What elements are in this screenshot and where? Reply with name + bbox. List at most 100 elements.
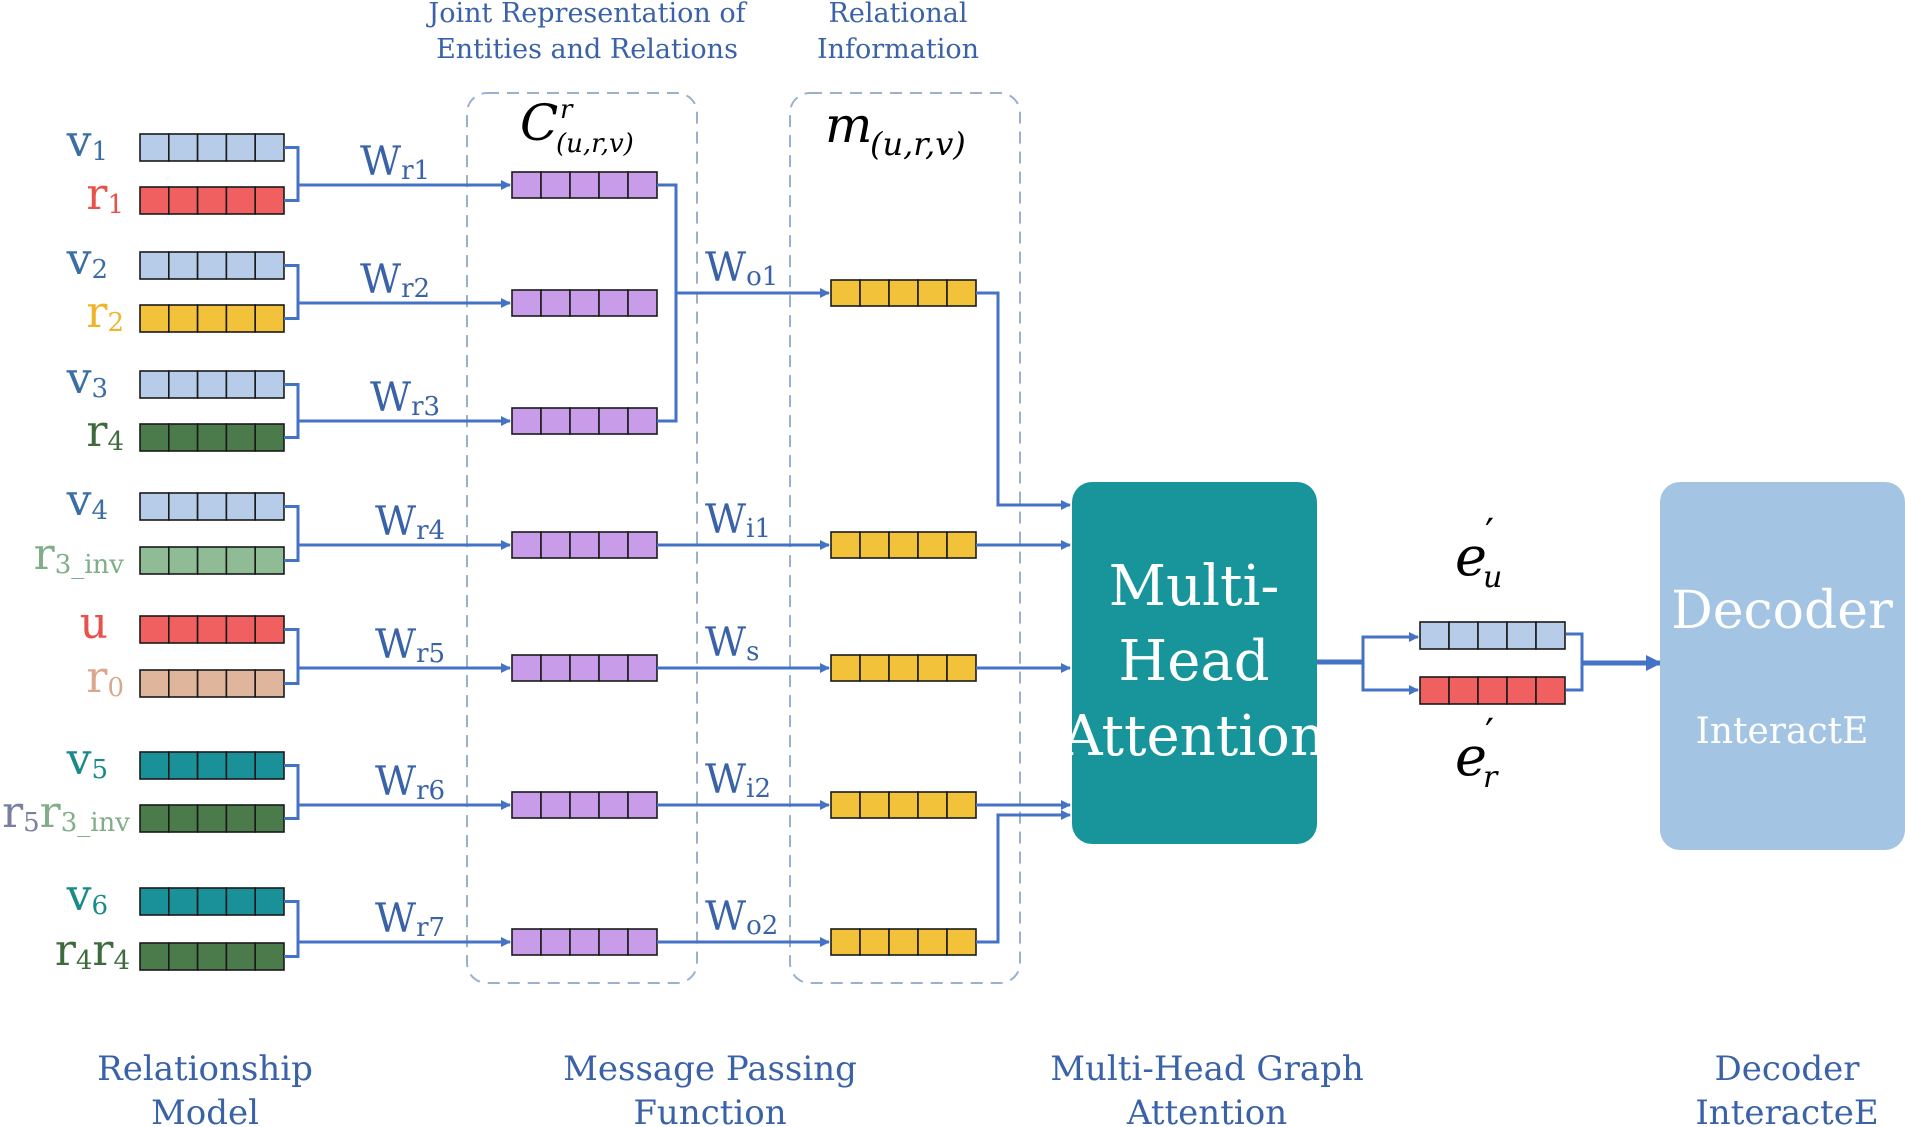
joint-vector-5-cell (627, 654, 658, 682)
svg-text:C: C (520, 94, 558, 152)
joint-vector-7-cell (598, 928, 629, 956)
message-vector-2-cell (917, 531, 948, 559)
input-vector-bottom-4-cell (196, 546, 228, 575)
input-label-bottom-6: r5r3_inv (2, 787, 130, 838)
input-vector-top-5-cell (196, 615, 228, 644)
input-vector-top-5-cell (139, 615, 170, 644)
msg5-to-attention (976, 810, 1071, 944)
input-vector-bottom-2-cell (254, 304, 285, 333)
input-vector-bottom-7-cell (225, 942, 256, 971)
input-label-top-2-sub: 2 (91, 255, 108, 285)
joint-vector-5 (511, 654, 658, 682)
decoder-subtitle: InteractE (1696, 711, 1869, 752)
message-vector-4 (830, 791, 977, 819)
weight-label-6: Wr6 (375, 759, 445, 806)
joint-vector-6-cell (569, 791, 600, 819)
input-vector-bottom-4-cell (225, 546, 256, 575)
message-weight-label-4: Wi2 (705, 757, 771, 804)
input-vector-top-6-cell (168, 751, 199, 780)
decoder-title: Decoder (1671, 581, 1893, 641)
input-vector-bottom-6-cell (168, 804, 199, 833)
input-label-bottom-5-main: r (86, 652, 108, 703)
input-vector-top-2-cell (254, 251, 285, 280)
msg1-to-attention (976, 291, 1071, 510)
er-prime-label: e r ′ (1455, 711, 1499, 795)
joint-vector-3 (511, 407, 658, 435)
message-vector-5-cell (859, 928, 890, 956)
input-vector-top-1-cell (196, 133, 228, 162)
joint-vector-3-cell (511, 407, 542, 435)
attention-line1: Multi- (1109, 554, 1280, 619)
weight-label-4-sub: r4 (416, 516, 445, 546)
joint-vector-5-cell (540, 654, 571, 682)
input-vector-top-4 (139, 492, 285, 521)
input-vector-top-5-cell (168, 615, 199, 644)
input-vector-bottom-4-cell (168, 546, 199, 575)
weight-label-3: Wr3 (370, 375, 440, 422)
weight-label-2: Wr2 (360, 257, 430, 304)
input-vector-bottom-5-cell (139, 669, 170, 698)
weight-label-5: Wr5 (375, 622, 445, 669)
weight-label-6-main: W (375, 759, 416, 805)
input-label-bottom-1: r1 (86, 169, 124, 220)
input-label-bottom-1-sub: 1 (107, 190, 124, 220)
input-label-top-7-main: v (66, 870, 92, 921)
input-vector-top-1-cell (168, 133, 199, 162)
joint-vector-5-cell (511, 654, 542, 682)
input-label-bottom-7: r4r4 (55, 925, 130, 976)
message-weight-label-4-main: W (705, 757, 746, 803)
input-label-top-3-sub: 3 (91, 374, 108, 404)
message-vector-2-cell (946, 531, 977, 559)
attention-line2: Head (1118, 629, 1269, 694)
input-vector-top-6-cell (196, 751, 228, 780)
input-vector-bottom-2-cell (225, 304, 256, 333)
input-label-bottom-4: r3_inv (34, 529, 125, 580)
joint-vector-6-cell (511, 791, 542, 819)
joint-vector-3-cell (569, 407, 600, 435)
weight-label-6-sub: r6 (416, 776, 445, 806)
relational-information-title-line2: Information (817, 34, 979, 65)
input-label-bottom-2-main: r (86, 287, 108, 338)
input-vector-top-6-cell (225, 751, 256, 780)
input-label-top-4: v4 (66, 475, 108, 526)
svg-text:m: m (825, 96, 872, 154)
joint-representation-layer (511, 171, 658, 956)
input-vector-top-7-cell (168, 887, 199, 916)
footer-relationship-line1: Relationship (97, 1049, 313, 1089)
er-prime-vector-cells-cell (1419, 676, 1450, 705)
input-label-top-1: v1 (66, 116, 108, 167)
input-vector-top-1 (139, 133, 285, 162)
message-vector-4-cell (830, 791, 861, 819)
input-vector-bottom-7-cell (168, 942, 199, 971)
bracket-3 (284, 383, 300, 439)
input-vector-bottom-2 (139, 304, 285, 333)
input-label-bottom-3-sub: 4 (107, 427, 124, 457)
input-vector-top-5 (139, 615, 285, 644)
svg-text:′: ′ (1485, 511, 1494, 557)
weight-label-2-sub: r2 (401, 274, 430, 304)
input-vector-top-1-cell (225, 133, 256, 162)
message-vector-1 (830, 279, 977, 307)
message-weight-label-3-sub: s (746, 637, 759, 667)
input-vector-top-4-cell (225, 492, 256, 521)
input-vector-bottom-6-cell (254, 804, 285, 833)
joint-vector-6-cell (598, 791, 629, 819)
multi-head-attention-block (1072, 482, 1317, 844)
message-weight-label-2: Wi1 (705, 497, 771, 544)
input-vector-bottom-5-cell (168, 669, 199, 698)
input-vector-top-7-cell (225, 887, 256, 916)
joint-representation-title-line2: Entities and Relations (436, 34, 738, 65)
message-layer (830, 279, 977, 956)
joint-vector-5-cell (598, 654, 629, 682)
bracket-7 (284, 900, 300, 958)
message-vector-3-cell (946, 654, 977, 682)
message-vector-1-cell (830, 279, 861, 307)
input-vector-bottom-7-cell (196, 942, 228, 971)
relational-information-title-line1: Relational (829, 0, 968, 29)
weight-label-2-main: W (360, 257, 401, 303)
svg-text:r: r (1483, 760, 1499, 795)
label-main: r (55, 925, 77, 976)
input-vector-bottom-4-cell (139, 546, 170, 575)
label-extra-main: r (92, 925, 114, 976)
decoder-block (1660, 482, 1905, 850)
